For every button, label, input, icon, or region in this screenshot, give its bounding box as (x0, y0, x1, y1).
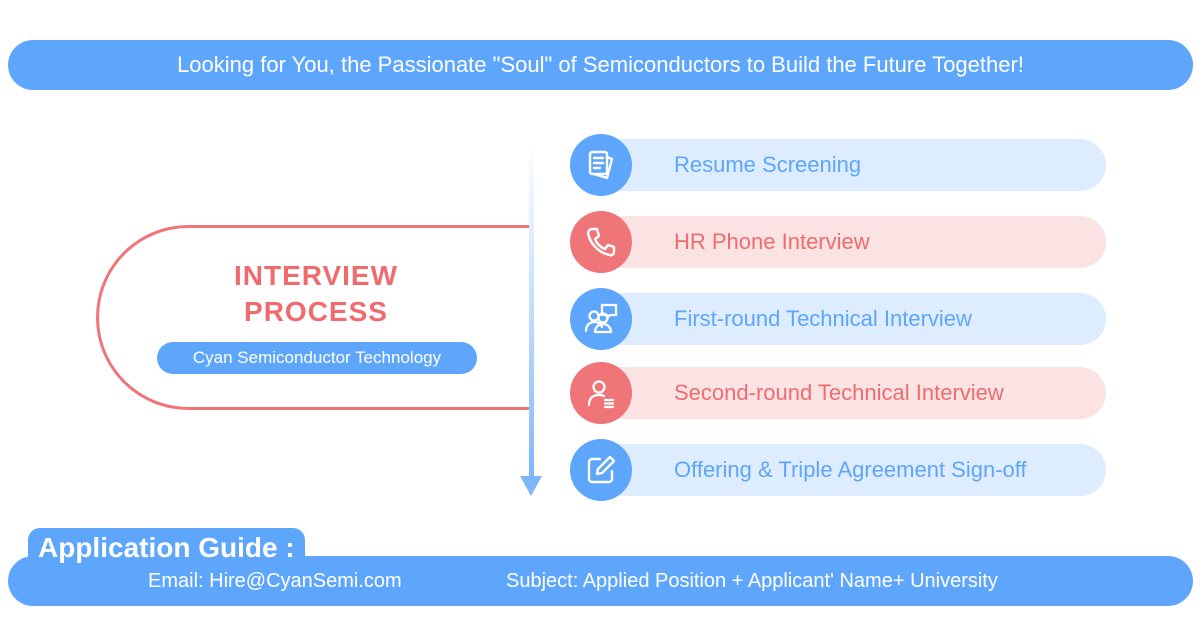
step-offering-signoff: Offering & Triple Agreement Sign-off (570, 439, 1106, 501)
step-first-round-interview: First-round Technical Interview (570, 288, 1106, 350)
user-list-icon (570, 362, 632, 424)
contact-email: Email: Hire@CyanSemi.com (148, 570, 402, 592)
timeline-arrow-icon (520, 476, 542, 496)
badge-title: INTERVIEW PROCESS (233, 260, 399, 327)
step-bar (595, 139, 1106, 191)
step-label: Resume Screening (674, 152, 862, 177)
step-bar (595, 216, 1106, 268)
document-icon (570, 134, 632, 196)
step-hr-phone-interview: HR Phone Interview (570, 211, 1106, 273)
step-bar (595, 293, 1106, 345)
company-pill: Cyan Semiconductor Technology (157, 342, 477, 374)
phone-icon (570, 211, 632, 273)
interview-process-badge: INTERVIEW PROCESS Cyan Semiconductor Tec… (96, 225, 530, 410)
edit-icon (570, 439, 632, 501)
people-chat-icon (570, 288, 632, 350)
slogan-banner: Looking for You, the Passionate "Soul" o… (8, 40, 1193, 90)
step-resume-screening: Resume Screening (570, 134, 1106, 196)
timeline-axis (529, 140, 534, 480)
application-guide-banner: Email: Hire@CyanSemi.com Subject: Applie… (8, 556, 1193, 606)
step-label: First-round Technical Interview (674, 306, 972, 331)
step-label: HR Phone Interview (674, 229, 870, 254)
step-second-round-interview: Second-round Technical Interview (570, 362, 1106, 424)
step-label: Offering & Triple Agreement Sign-off (674, 457, 1027, 482)
step-bar (595, 444, 1106, 496)
step-bar (595, 367, 1106, 419)
email-subject-format: Subject: Applied Position + Applicant' N… (506, 570, 998, 592)
step-label: Second-round Technical Interview (674, 380, 1004, 405)
slogan-text: Looking for You, the Passionate "Soul" o… (177, 52, 1024, 77)
application-guide-title: Application Guide : (28, 528, 305, 566)
